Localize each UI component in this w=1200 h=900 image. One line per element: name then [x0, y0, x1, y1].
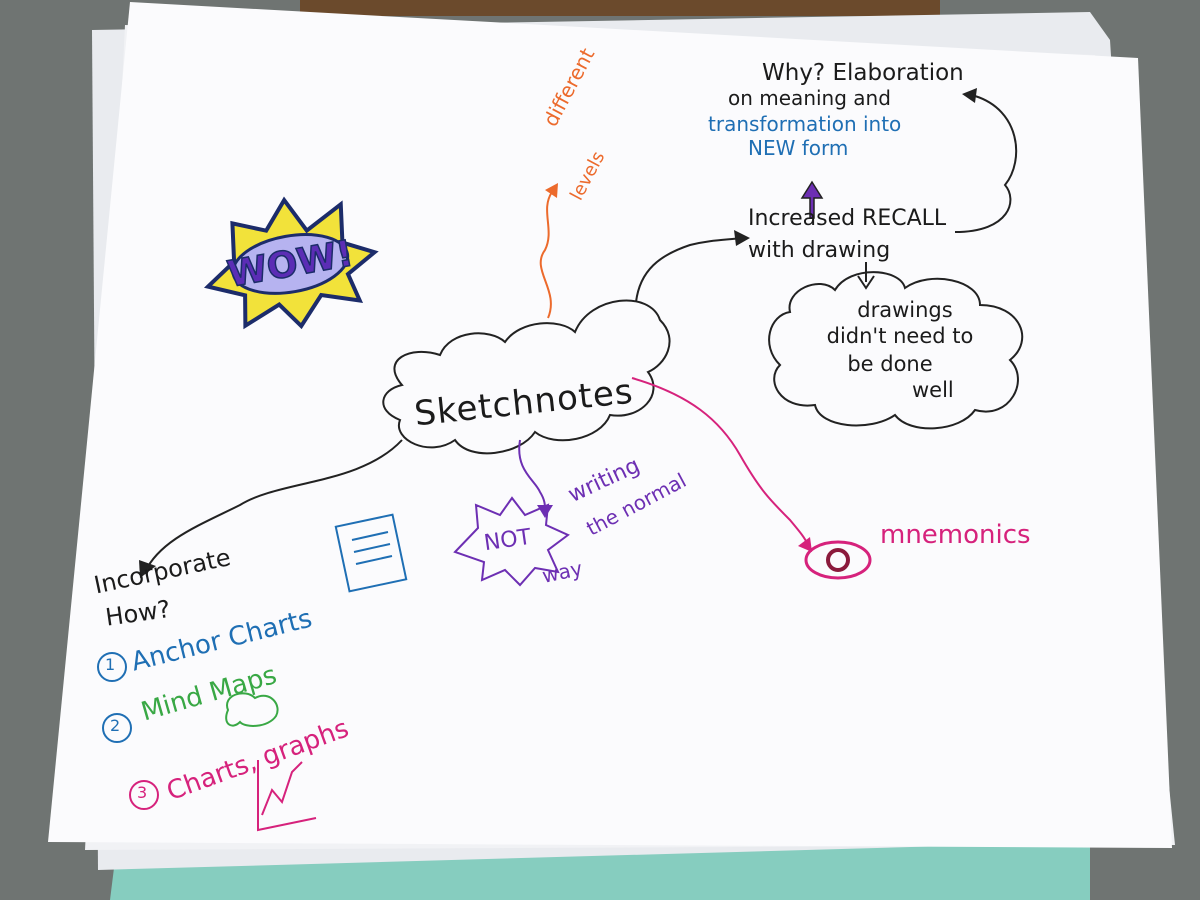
cloud-line3: be done: [847, 352, 933, 376]
anchor-chart-lines: [351, 531, 393, 565]
cloud-line2: didn't need to: [826, 324, 974, 348]
eye-pupil: [826, 548, 850, 572]
drawings-cloud-outline: [768, 271, 1024, 430]
paper-sheet: [48, 2, 1172, 848]
up-arrow-icon: [800, 180, 824, 219]
cloud-line4: well: [912, 378, 954, 402]
anchor-chart-doodle: [334, 513, 408, 593]
connector-recall-why: [954, 95, 1018, 233]
mnemonics-label: mnemonics: [880, 520, 1031, 550]
connector-different-levels: [539, 191, 553, 319]
number-circle-2: [102, 713, 132, 743]
item2-number: 2: [110, 716, 121, 735]
graph-doodle: [257, 760, 317, 832]
table-edge: [300, 0, 940, 16]
item3-number: 3: [137, 783, 148, 802]
arrowhead-incorporate: [139, 560, 156, 578]
recall-line2: with drawing: [748, 238, 891, 263]
connector-mnemonics: [631, 377, 809, 546]
wow-sticker: WOW!: [203, 196, 379, 330]
why-line1: Why? Elaboration: [762, 60, 964, 86]
connector-recall: [635, 237, 743, 303]
recall-line1: Increased RECALL: [748, 206, 947, 231]
number-circle-3: [129, 780, 159, 810]
why-line3: transformation into: [708, 112, 902, 136]
arrowhead-different-levels: [545, 183, 558, 198]
cloud-line1: drawings: [857, 298, 953, 322]
center-cloud-outline: [382, 299, 671, 455]
why-line2: on meaning and: [728, 86, 891, 110]
arrowhead-recall-why: [962, 88, 977, 103]
not-starburst: [453, 496, 570, 587]
eye-icon: [804, 540, 872, 580]
item1-number: 1: [105, 655, 116, 674]
why-line4: NEW form: [748, 136, 849, 160]
mind-map-doodle: [225, 692, 279, 727]
number-circle-1: [97, 652, 127, 682]
arrowhead-recall: [734, 230, 750, 246]
arrowhead-mnemonics: [798, 537, 812, 552]
connector-incorporate: [144, 439, 403, 573]
